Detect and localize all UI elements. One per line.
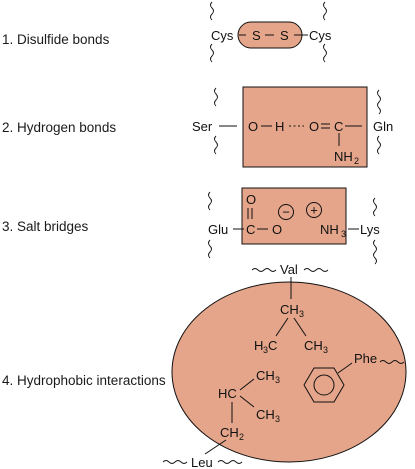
leu-ch3-top-sub: 3: [275, 375, 280, 385]
label-hydrogen: 2. Hydrogen bonds: [2, 120, 116, 135]
salt-box: [241, 187, 347, 245]
label-hydrophobic: 4. Hydrophobic interactions: [2, 373, 166, 388]
plus-sign: +: [310, 203, 318, 218]
plus-charge-circle: [306, 202, 322, 218]
chain-wave: [208, 191, 212, 211]
bond: [275, 317, 289, 337]
chain-wave: [251, 268, 277, 272]
carbon: C: [246, 222, 255, 237]
val-ch3-right-sub: 3: [323, 345, 328, 355]
leu-hc: HC: [218, 386, 237, 401]
val-h3c-c: C: [268, 338, 277, 353]
leu-ch3-bottom: CH: [256, 407, 275, 422]
hydrogen: H: [275, 119, 284, 134]
chain-wave: [162, 460, 188, 464]
leu-ch3-top: CH: [256, 368, 275, 383]
val-ch3-right: CH: [304, 338, 323, 353]
ammonium: NH: [320, 222, 339, 237]
sulfur-2: S: [280, 28, 289, 43]
sulfur-1: S: [252, 28, 261, 43]
chain-wave: [373, 239, 377, 265]
val-h3c-sub: 3: [263, 345, 268, 355]
phenyl-ring: [303, 367, 345, 403]
chain-wave: [210, 43, 214, 63]
lys-label: Lys: [360, 222, 380, 237]
cys-left: Cys: [211, 28, 234, 43]
hydrophobic-group: Val CH 3 H 3 C CH 3 Phe HC CH 3 CH 3 CH …: [162, 262, 407, 469]
ser-label: Ser: [192, 119, 213, 134]
val-h3c: H: [254, 338, 263, 353]
chain-wave: [210, 1, 214, 21]
carbon: C: [334, 119, 343, 134]
val-label: Val: [280, 262, 298, 277]
bond: [293, 317, 307, 337]
chain-wave: [214, 87, 218, 107]
bond: [239, 395, 255, 408]
amine-subscript: 2: [354, 156, 359, 166]
leu-ch3-bottom-sub: 3: [275, 414, 280, 424]
hbond-box: [242, 86, 368, 168]
leu-ch2-sub: 2: [239, 432, 244, 442]
hydrophobic-core: [171, 281, 407, 463]
chain-wave: [208, 239, 212, 259]
salt-group: Glu O C O − + NH 3 Lys: [208, 187, 380, 265]
label-disulfide: 1. Disulfide bonds: [2, 32, 110, 47]
oxygen: O: [309, 119, 319, 134]
cys-right: Cys: [309, 28, 332, 43]
hydrogen-group: Ser O H O C NH 2 Gln: [192, 86, 393, 168]
aromatic-circle: [313, 374, 335, 396]
phe-label: Phe: [354, 351, 377, 366]
bond: [337, 362, 353, 374]
oxygen-top: O: [246, 192, 256, 207]
ammonium-subscript: 3: [341, 229, 346, 239]
bond: [204, 439, 227, 455]
chain-wave: [379, 360, 405, 364]
val-ch3: CH: [280, 302, 299, 317]
gln-label: Gln: [373, 119, 393, 134]
val-ch3-sub: 3: [299, 309, 304, 319]
minus-sign: −: [282, 205, 290, 220]
chain-wave: [373, 197, 377, 217]
chain-wave: [323, 43, 327, 63]
label-salt: 3. Salt bridges: [2, 219, 89, 234]
oxygen: O: [272, 222, 282, 237]
leu-ch2: CH: [220, 425, 239, 440]
chain-wave: [214, 135, 218, 155]
oxygen: O: [248, 119, 258, 134]
amine: NH: [334, 149, 353, 164]
chain-wave: [217, 460, 243, 464]
glu-label: Glu: [208, 222, 228, 237]
leu-label: Leu: [191, 455, 213, 469]
chain-wave: [377, 89, 381, 115]
chain-wave: [303, 268, 329, 272]
chain-wave: [323, 1, 327, 21]
disulfide-group: Cys S S Cys: [210, 1, 332, 63]
chain-wave: [377, 135, 381, 155]
bond: [239, 378, 255, 391]
minus-charge-circle: [278, 204, 294, 220]
